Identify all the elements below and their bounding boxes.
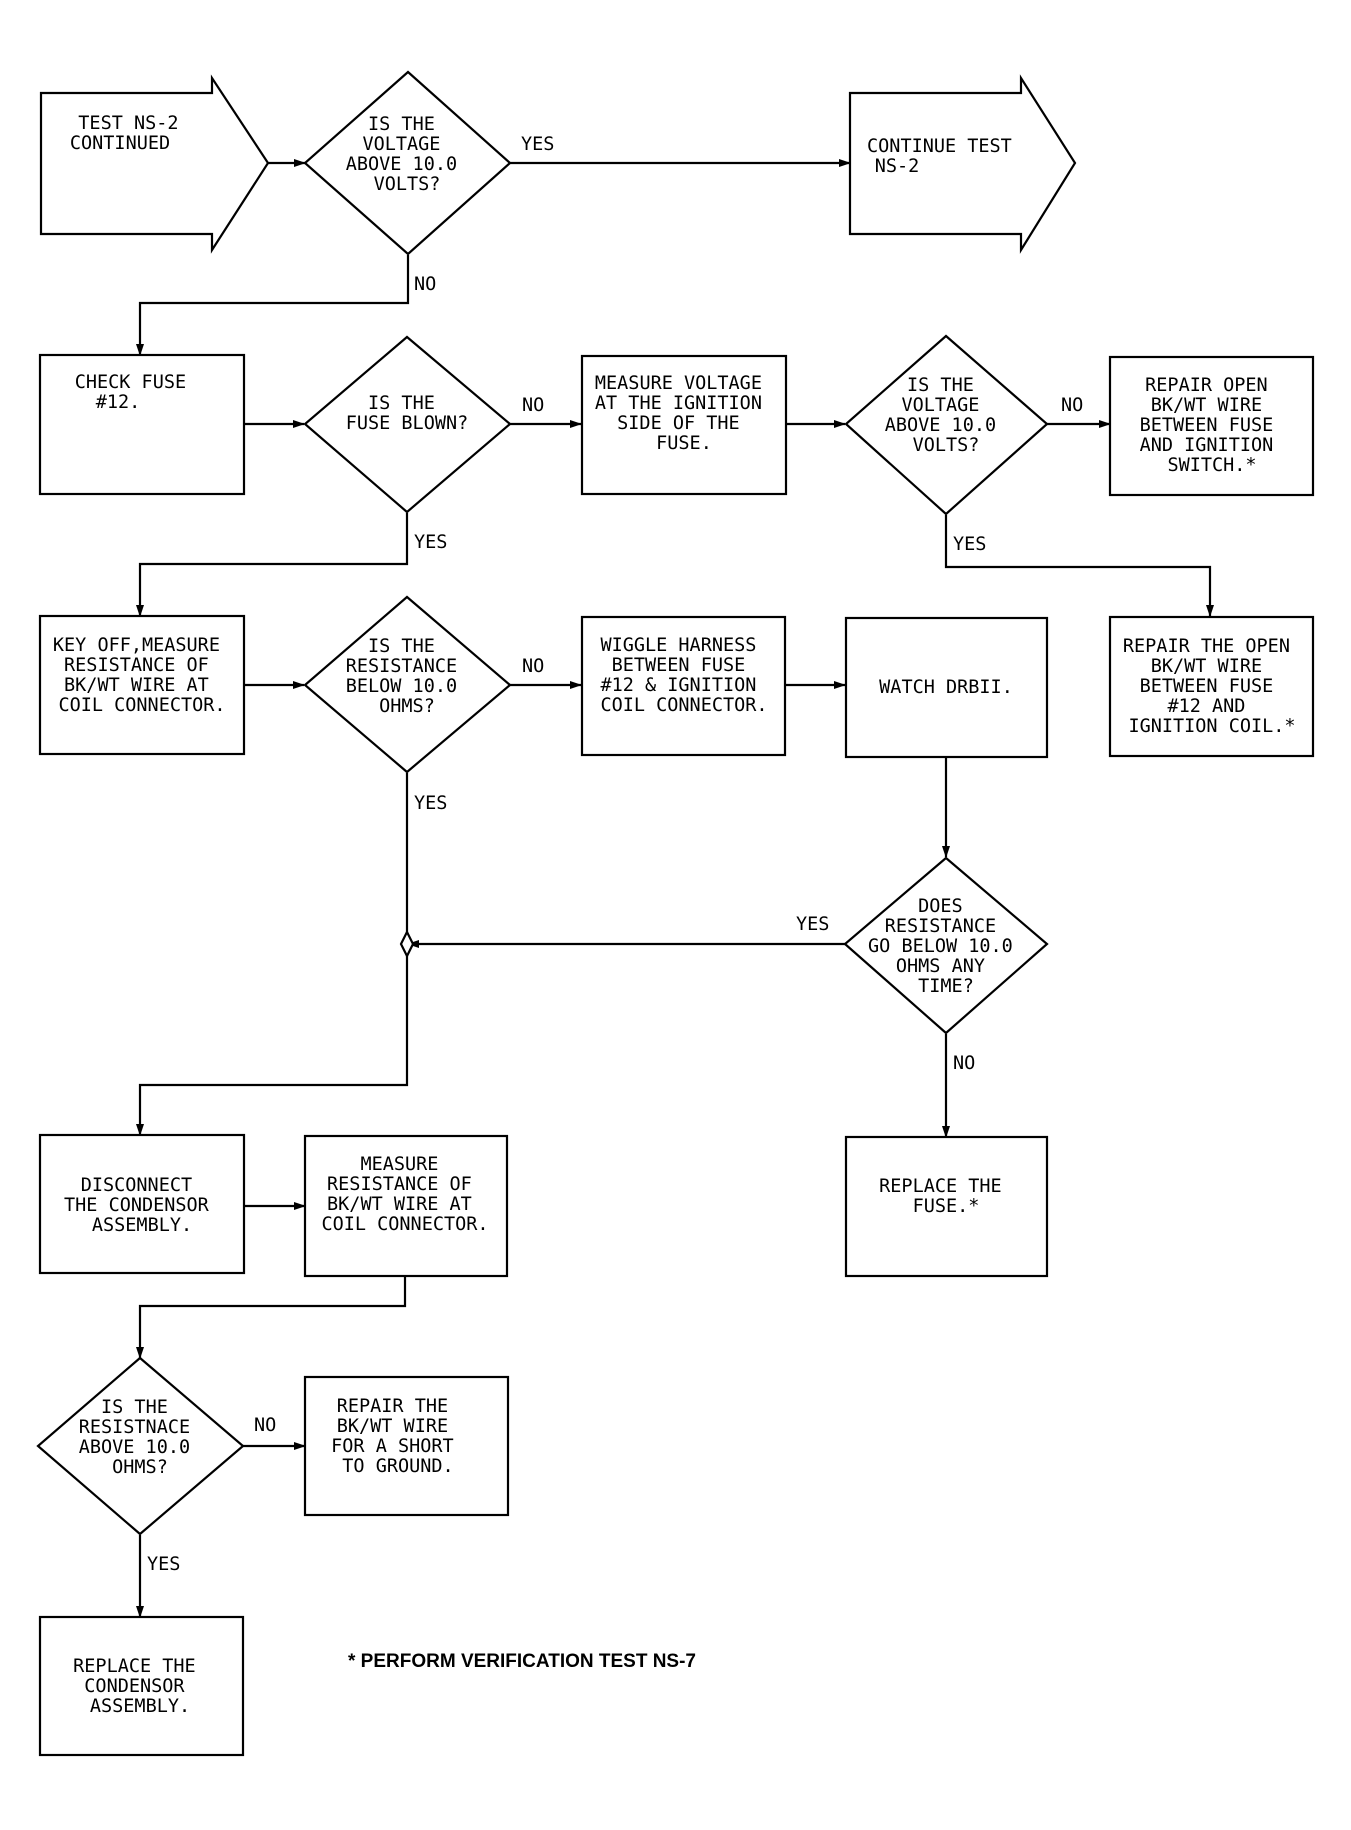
- measure-voltage-box: [580, 354, 788, 496]
- edge-labels: YES NO NO NO YES YES NO YES YES NO NO YE…: [147, 134, 1083, 1575]
- label-q-above-no: NO: [254, 1415, 276, 1436]
- q-voltage-text: IS THE VOLTAGE ABOVE 10.0 VOLTS?: [346, 114, 469, 195]
- wiggle-box: [580, 615, 787, 757]
- connectors: [136, 159, 1214, 1618]
- label-q-res-yes: YES: [414, 793, 447, 814]
- measure-resistance-text: MEASURE RESISTANCE OF BK/WT WIRE AT COIL…: [321, 1154, 488, 1235]
- continue-arrow-shape: [848, 74, 1077, 254]
- wiggle-text: WIGGLE HARNESS BETWEEN FUSE #12 & IGNITI…: [600, 635, 767, 716]
- repair-open-coil-text: REPAIR THE OPEN BK/WT WIRE BETWEEN FUSE …: [1123, 636, 1301, 737]
- q-voltage2-shape: [844, 334, 1049, 516]
- q-resistance-any-shape: [843, 856, 1049, 1035]
- label-q-fuse-no: NO: [522, 395, 544, 416]
- label-q2-no: NO: [1061, 395, 1083, 416]
- label-q-voltage-no: NO: [414, 274, 436, 295]
- start-arrow-shape: [39, 74, 270, 254]
- footnote: * PERFORM VERIFICATION TEST NS-7: [348, 1651, 696, 1672]
- watch-text: WATCH DRBII.: [879, 677, 1013, 698]
- key-off-text: KEY OFF,MEASURE RESISTANCE OF BK/WT WIRE…: [53, 635, 231, 716]
- label-q-any-no: NO: [953, 1053, 975, 1074]
- start-text: TEST NS-2 CONTINUED: [70, 113, 190, 154]
- q-fuse-blown-shape: [303, 335, 512, 514]
- edge-q2-yes: [944, 515, 1214, 617]
- repair-short-box: [303, 1375, 510, 1517]
- check-fuse-text: CHECK FUSE #12.: [75, 372, 198, 413]
- replace-condensor-text: REPLACE THE CONDENSOR ASSEMBLY.: [73, 1656, 207, 1717]
- measure-voltage-text: MEASURE VOLTAGE AT THE IGNITION SIDE OF …: [595, 373, 773, 454]
- repair-open-coil-box: [1108, 615, 1315, 758]
- q-voltage-shape: [303, 70, 512, 256]
- q-resistance-shape: [303, 595, 512, 774]
- edge-junction-to-disconnect: [136, 955, 409, 1136]
- replace-condensor-box: [38, 1615, 245, 1757]
- repair-open-switch-text: REPAIR OPEN BK/WT WIRE BETWEEN FUSE AND …: [1140, 375, 1285, 476]
- edge-measure-to-q-above: [136, 1277, 407, 1359]
- node-text: TEST NS-2 CONTINUED IS THE VOLTAGE ABOVE…: [53, 113, 1301, 1717]
- label-q-above-yes: YES: [147, 1554, 180, 1575]
- label-q-any-yes: YES: [796, 914, 829, 935]
- label-q-fuse-yes: YES: [414, 532, 447, 553]
- watch-box: [844, 616, 1049, 759]
- q-resistance-text: IS THE RESISTANCE BELOW 10.0 OHMS?: [346, 636, 469, 717]
- disconnect-box: [38, 1133, 246, 1275]
- measure-resistance-box: [303, 1134, 509, 1278]
- label-q-voltage-yes: YES: [521, 134, 554, 155]
- edge-q-voltage-no: [136, 255, 410, 356]
- repair-open-switch-box: [1108, 355, 1315, 497]
- q-resistance-any-text: DOES RESISTANCE GO BELOW 10.0 OHMS ANY T…: [868, 896, 1024, 997]
- junction-diamond: [399, 929, 415, 959]
- q-voltage2-text: IS THE VOLTAGE ABOVE 10.0 VOLTS?: [885, 375, 1008, 456]
- edge-q-fuse-yes: [136, 513, 409, 617]
- label-q2-yes: YES: [953, 534, 986, 555]
- replace-fuse-box: [844, 1135, 1049, 1278]
- repair-short-text: REPAIR THE BK/WT WIRE FOR A SHORT TO GRO…: [331, 1396, 465, 1477]
- check-fuse-box: [38, 353, 246, 496]
- label-q-res-no: NO: [522, 656, 544, 677]
- q-resistance-above-shape: [36, 1356, 245, 1536]
- continue-text: CONTINUE TEST NS-2: [867, 136, 1023, 177]
- disconnect-text: DISCONNECT THE CONDENSOR ASSEMBLY.: [64, 1175, 220, 1236]
- key-off-box: [38, 614, 246, 756]
- q-resistance-above-text: IS THE RESISTNACE ABOVE 10.0 OHMS?: [79, 1397, 202, 1478]
- replace-fuse-text: REPLACE THE FUSE.*: [879, 1176, 1013, 1217]
- q-fuse-blown-text: IS THE FUSE BLOWN?: [346, 393, 469, 434]
- shapes: [36, 70, 1315, 1757]
